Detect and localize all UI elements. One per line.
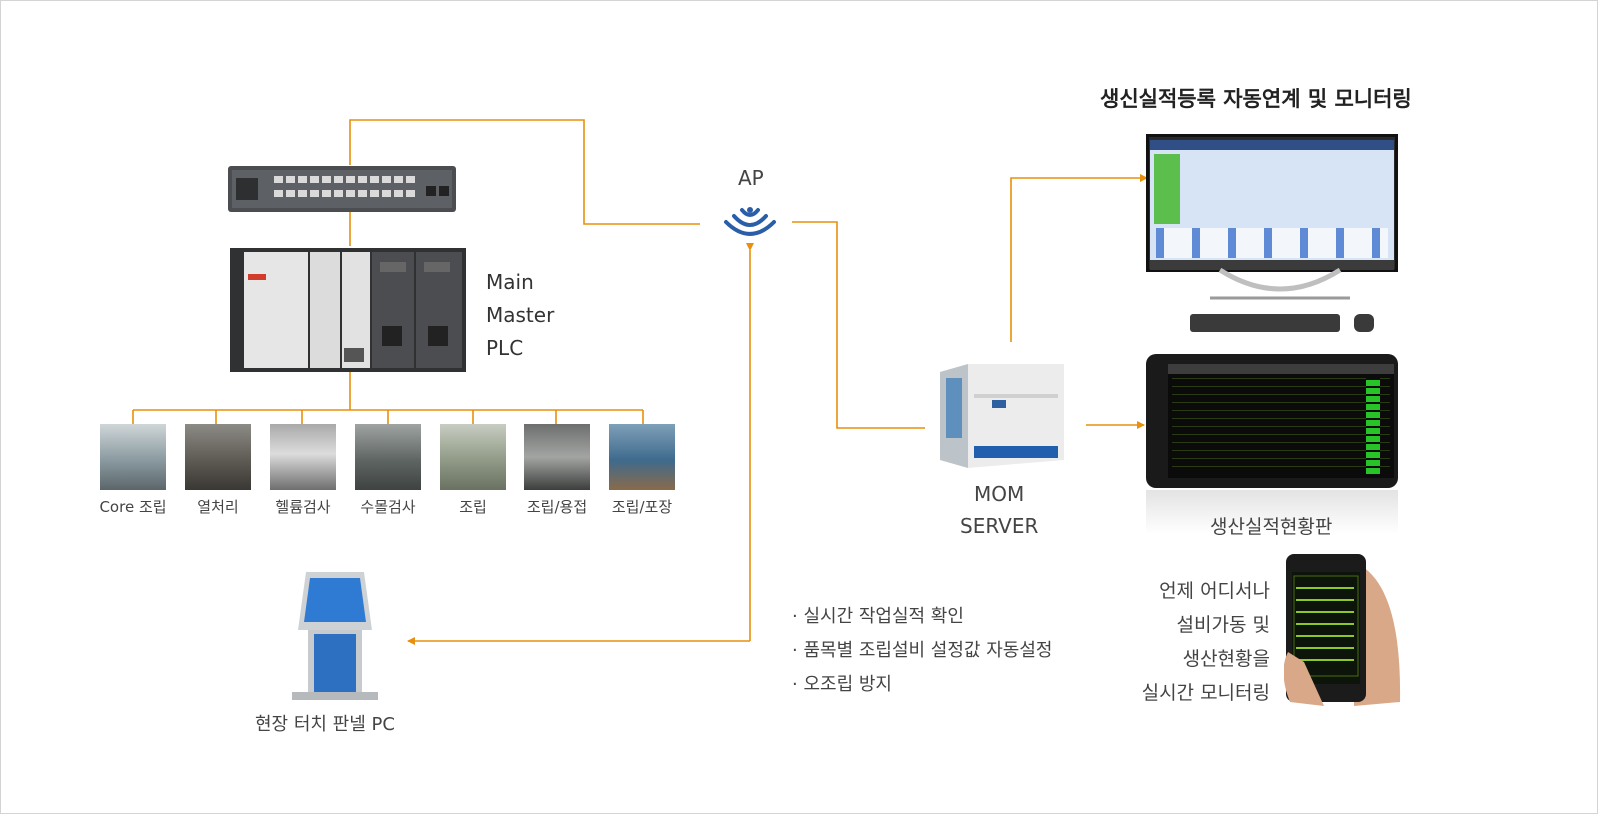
station-label: 열처리 xyxy=(197,498,239,516)
station-photo-assembly xyxy=(440,424,506,490)
plc-rack-icon xyxy=(230,248,466,372)
line-ap-to-server xyxy=(792,221,925,429)
plc-label-main: Main xyxy=(486,270,534,294)
station-label: 조립 xyxy=(459,498,487,516)
station-photo-helium-test xyxy=(270,424,336,490)
feature-item: · 실시간 작업실적 확인 xyxy=(792,606,964,627)
station-label: 조립/용접 xyxy=(526,498,588,516)
feature-item: · 품목별 조립설비 설정값 자동설정 xyxy=(792,640,1053,661)
plc-label-plc: PLC xyxy=(486,336,524,360)
tablet-dashboard-screen xyxy=(1168,364,1394,478)
feature-item: · 오조립 방지 xyxy=(792,674,892,695)
network-switch-icon xyxy=(228,166,456,212)
ap-label: AP xyxy=(738,166,764,190)
touch-panel-kiosk-icon xyxy=(292,572,378,700)
monitor-dashboard-screen xyxy=(1150,140,1394,270)
screen-bottom-bar xyxy=(1150,260,1394,270)
tablet-status-col xyxy=(1366,378,1380,474)
station-label: 헬륨검사 xyxy=(275,498,331,516)
plc-label-master: Master xyxy=(486,303,555,327)
mobile-caption-line1: 언제 어디서나 xyxy=(1159,580,1270,602)
smartphone-in-hand-icon xyxy=(1284,554,1401,706)
server-label-mom: MOM xyxy=(974,482,1025,506)
tablet-reflection xyxy=(1146,490,1398,534)
station-label: Core 조립 xyxy=(99,498,167,516)
station-photo-water-test xyxy=(355,424,421,490)
monitor-stand-keyboard-icon xyxy=(1190,268,1374,332)
arrow-server-to-monitor xyxy=(1010,174,1148,342)
mobile-caption-line3: 생산현황을 xyxy=(1182,648,1270,670)
touch-panel-label: 현장 터치 판넬 PC xyxy=(255,714,395,735)
station-photo-packing xyxy=(609,424,675,490)
server-label-server: SERVER xyxy=(960,514,1039,538)
screen-grid xyxy=(1156,228,1388,258)
mobile-caption-line2: 설비가동 및 xyxy=(1176,614,1270,636)
page-title: 생신실적등록 자동연계 및 모니터링 xyxy=(1100,87,1412,111)
screen-side-menu xyxy=(1154,154,1180,224)
mobile-caption-line4: 실시간 모니터링 xyxy=(1141,682,1270,704)
station-photo-heat-treatment xyxy=(185,424,251,490)
tablet-rows xyxy=(1172,378,1390,474)
screen-top-bar xyxy=(1150,140,1394,150)
station-photo-welding xyxy=(524,424,590,490)
station-label: 수몰검사 xyxy=(360,498,416,516)
station-label: 조립/포장 xyxy=(611,498,673,516)
line-switch-to-ap xyxy=(349,119,700,225)
station-photo-core xyxy=(100,424,166,490)
server-tower-icon xyxy=(940,364,1064,468)
wifi-icon xyxy=(724,207,776,236)
tablet-header xyxy=(1168,364,1394,374)
dashboard-label: 생산실적현황판 xyxy=(1210,516,1333,538)
